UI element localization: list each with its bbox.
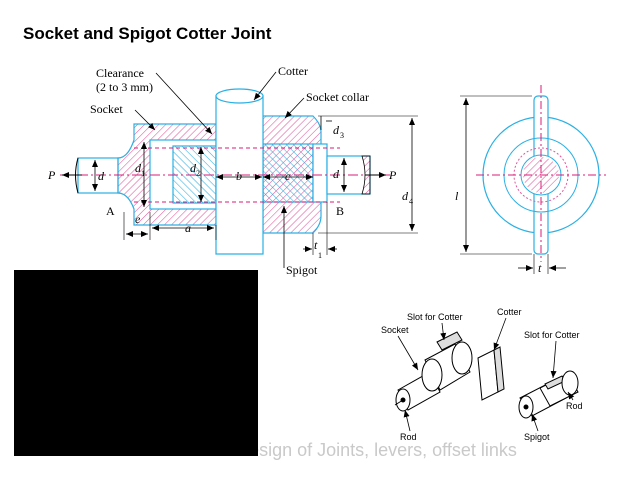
iso-spigot-label: Spigot [524,432,550,442]
iso-rod-right-label: Rod [566,401,583,411]
dim-d2: d [190,161,197,175]
end-view: l t [455,85,606,275]
dim-d4: d [402,189,409,203]
dim-d-left: d [98,169,105,183]
isometric-view [394,331,579,419]
spigot-label: Spigot [286,263,318,277]
dim-d1: d [135,161,142,175]
dim-t1: t [314,238,318,252]
dim-e: e [135,212,141,226]
socket-collar-label: Socket collar [306,90,369,104]
dim-t1-sub: 1 [318,251,322,260]
iso-rod-left-label: Rod [400,432,417,442]
end-a-label: A [106,204,115,218]
socket-label: Socket [90,102,123,116]
spigot-body [262,143,328,203]
iso-socket [394,331,473,412]
dim-d3-sub: 3 [340,131,344,140]
load-left-label: P [47,168,56,182]
dim-c: c [285,169,291,183]
load-right-label: P [388,168,397,182]
iso-cotter-label: Cotter [497,307,522,317]
dim-b: b [236,169,242,183]
clearance-label: Clearance [96,66,144,80]
slide-title: Socket and Spigot Cotter Joint [23,24,272,43]
dim-d4-sub: 4 [409,197,413,206]
redaction-block [14,270,258,456]
dim-d-right: d [333,167,340,181]
clearance-value-label: (2 to 3 mm) [96,80,153,94]
dim-t: t [538,261,542,275]
iso-slot-left-label: Slot for Cotter [407,312,463,322]
cotter-label: Cotter [278,64,308,78]
iso-slot-right-label: Slot for Cotter [524,330,580,340]
end-b-label: B [336,204,344,218]
dim-d3: d [333,123,340,137]
isometric-labels: Slot for Cotter Cotter Socket Slot for C… [381,307,583,442]
iso-socket-label: Socket [381,325,409,335]
dim-d2-sub: 2 [196,169,200,178]
dim-d1-sub: 1 [141,169,145,178]
dim-l: l [455,189,459,203]
section-view: Clearance (2 to 3 mm) Socket Cotter Sock… [47,64,418,277]
dim-a: a [185,221,191,235]
iso-cotter [477,346,505,401]
